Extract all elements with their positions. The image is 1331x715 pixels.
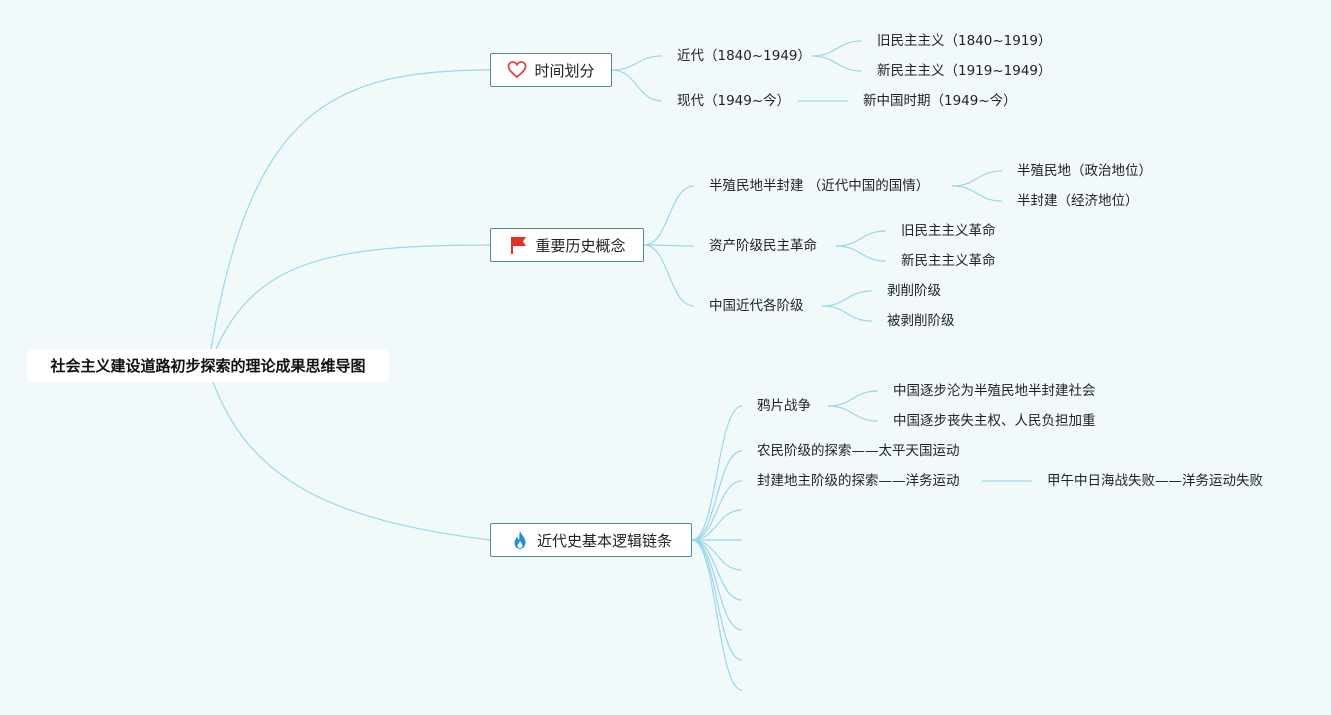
node-westernization-movement[interactable]: 封建地主阶级的探索——洋务运动 bbox=[757, 473, 960, 489]
connector-line bbox=[821, 290, 873, 307]
connector-line bbox=[643, 244, 695, 307]
root-link-concepts bbox=[215, 244, 491, 350]
node-exploiting-class[interactable]: 剥削阶级 bbox=[887, 283, 941, 299]
node-bourgeois-revolution[interactable]: 资产阶级民主革命 bbox=[709, 238, 817, 254]
node-semi-colonial-semi-feudal[interactable]: 半殖民地半封建 （近代中国的国情） bbox=[709, 178, 930, 194]
node-semi-feudal[interactable]: 半封建（经济地位） bbox=[1017, 193, 1139, 209]
node-modern-classes[interactable]: 中国近代各阶级 bbox=[709, 298, 804, 314]
node-taiping-movement[interactable]: 农民阶级的探索——太平天国运动 bbox=[757, 443, 960, 459]
connector-line bbox=[611, 55, 663, 71]
connector-line bbox=[691, 405, 743, 541]
connector-line bbox=[691, 539, 743, 601]
connector-line bbox=[643, 244, 695, 247]
connector-line bbox=[691, 509, 743, 541]
topic-label: 重要历史概念 bbox=[535, 236, 626, 255]
topic-important-concepts[interactable]: 重要历史概念 bbox=[490, 228, 644, 262]
connector-line bbox=[691, 450, 743, 541]
root-title[interactable]: 社会主义建设道路初步探索的理论成果思维导图 bbox=[27, 349, 389, 382]
connector-line bbox=[827, 405, 879, 422]
heart-icon bbox=[507, 60, 527, 80]
connector-line bbox=[643, 185, 695, 246]
node-opium-war[interactable]: 鸦片战争 bbox=[757, 398, 811, 414]
connector-line bbox=[691, 480, 743, 541]
node-old-democratic-revolution[interactable]: 旧民主主义革命 bbox=[901, 223, 996, 239]
root-link-time bbox=[210, 69, 491, 350]
topic-label: 时间划分 bbox=[534, 61, 595, 80]
connector-line bbox=[835, 230, 887, 247]
fire-icon bbox=[510, 530, 530, 550]
node-new-china-period[interactable]: 新中国时期（1949~今） bbox=[863, 93, 1017, 109]
connector-line bbox=[811, 55, 863, 72]
topic-time-division[interactable]: 时间划分 bbox=[490, 53, 612, 87]
node-sino-japanese-war-defeat[interactable]: 甲午中日海战失败——洋务运动失败 bbox=[1047, 473, 1263, 489]
connector-line bbox=[611, 69, 663, 102]
node-contemporary-era[interactable]: 现代（1949~今） bbox=[677, 93, 791, 109]
node-new-democratic-revolution[interactable]: 新民主主义革命 bbox=[901, 253, 996, 269]
connector-line bbox=[827, 390, 879, 407]
topic-logic-chain[interactable]: 近代史基本逻辑链条 bbox=[490, 523, 692, 557]
connector-line bbox=[835, 245, 887, 262]
root-link-logic bbox=[212, 381, 491, 541]
node-semi-colonial[interactable]: 半殖民地（政治地位） bbox=[1017, 163, 1152, 179]
node-exploited-class[interactable]: 被剥削阶级 bbox=[887, 313, 955, 329]
connector-line bbox=[821, 305, 873, 322]
node-became-semi-colonial[interactable]: 中国逐步沦为半殖民地半封建社会 bbox=[893, 383, 1096, 399]
red-flag-icon bbox=[508, 235, 528, 255]
connector-line bbox=[951, 185, 1003, 202]
topic-label: 近代史基本逻辑链条 bbox=[536, 531, 672, 550]
connector-line bbox=[811, 40, 863, 57]
connector-line bbox=[691, 539, 743, 691]
node-lost-sovereignty[interactable]: 中国逐步丧失主权、人民负担加重 bbox=[893, 413, 1096, 429]
connector-line bbox=[691, 539, 743, 661]
node-modern-era[interactable]: 近代（1840~1949） bbox=[677, 48, 812, 64]
node-new-democracy[interactable]: 新民主主义（1919~1949） bbox=[877, 63, 1052, 79]
node-old-democracy[interactable]: 旧民主主义（1840~1919） bbox=[877, 33, 1052, 49]
connector-line bbox=[951, 170, 1003, 187]
